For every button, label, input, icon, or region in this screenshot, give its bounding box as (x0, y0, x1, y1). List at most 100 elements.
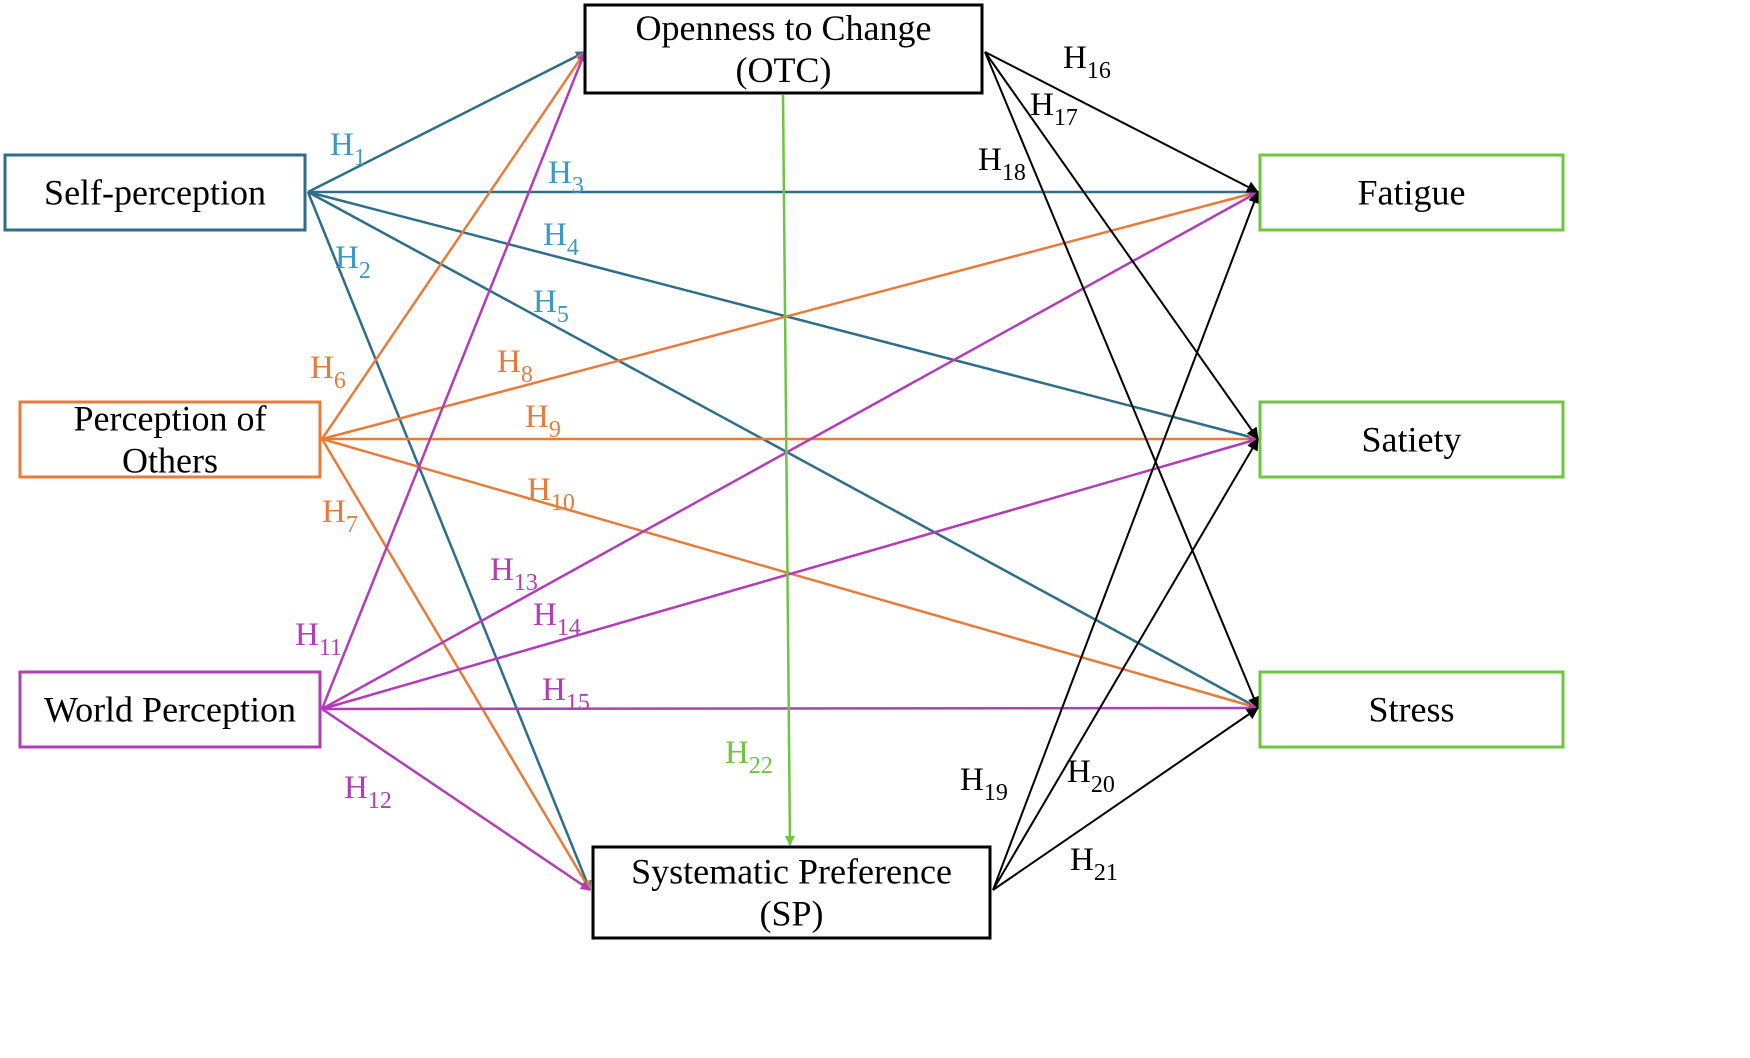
hypothesis-label-h11: H11 (295, 617, 342, 661)
hypothesis-letter: H (310, 350, 334, 386)
hypothesis-label-h3: H3 (548, 155, 584, 199)
hypothesis-letter: H (978, 142, 1002, 178)
edge-h4 (307, 190, 1259, 442)
hypothesis-number: 19 (984, 780, 1008, 806)
node-label-otc-line-1: Openness to Change (636, 8, 932, 48)
hypothesis-letter: H (1070, 842, 1094, 878)
hypothesis-label-h19: H19 (960, 762, 1008, 806)
hypothesis-letter: H (543, 217, 567, 253)
edge-h20 (992, 438, 1259, 891)
hypothesis-number: 21 (1094, 860, 1118, 886)
edge-h2 (306, 191, 592, 891)
hypothesis-number: 22 (749, 753, 773, 779)
hypothesis-number: 10 (551, 490, 575, 516)
node-box-satiety (1258, 400, 1565, 479)
node-label-fatigue-line-1: Fatigue (1358, 173, 1466, 213)
hypothesis-number: 18 (1002, 160, 1026, 186)
edge-h19 (992, 191, 1260, 891)
hypothesis-letter: H (497, 344, 521, 380)
hypothesis-label-h14: H14 (533, 597, 581, 641)
hypothesis-number: 3 (572, 173, 584, 199)
hypothesis-label-h1: H1 (330, 127, 366, 171)
edge-h5 (307, 190, 1259, 710)
hypothesis-label-h7: H7 (322, 494, 358, 538)
hypothesis-letter: H (533, 284, 557, 320)
hypothesis-number: 4 (567, 235, 579, 261)
hypothesis-letter: H (1063, 40, 1087, 76)
edge-h22 (781, 94, 795, 846)
node-self: Self-perception (3, 153, 307, 232)
hypothesis-label-h16: H16 (1063, 40, 1111, 84)
edge-h18 (984, 51, 1260, 709)
hypothesis-letter: H (527, 472, 551, 508)
hypothesis-label-h6: H6 (310, 350, 346, 394)
hypothesis-number: 5 (557, 302, 569, 328)
hypothesis-letter: H (330, 127, 354, 163)
hypothesis-letter: H (542, 672, 566, 708)
edge-h14 (321, 436, 1259, 711)
edge-h21 (992, 707, 1259, 891)
edge-h1 (307, 50, 586, 194)
node-label-otc-line-2: (OTC) (736, 50, 832, 90)
hypothesis-label-h21: H21 (1070, 842, 1118, 886)
node-box-otc (583, 3, 984, 95)
hypothesis-label-h9: H9 (525, 399, 561, 443)
hypothesis-number: 9 (549, 417, 561, 443)
edge-h11 (320, 51, 587, 710)
hypothesis-label-h4: H4 (543, 217, 579, 261)
hypothesis-label-h2: H2 (335, 240, 371, 284)
node-satiety: Satiety (1258, 400, 1565, 479)
edge-h17 (984, 51, 1259, 440)
hypothesis-number: 6 (334, 368, 346, 394)
hypothesis-letter: H (322, 494, 346, 530)
hypothesis-label-h18: H18 (978, 142, 1026, 186)
hypothesis-letter: H (344, 770, 368, 806)
edge-h16 (984, 51, 1259, 193)
hypothesis-letter: H (490, 552, 514, 588)
hypothesis-label-h20: H20 (1067, 754, 1115, 798)
hypothesis-letter: H (1067, 754, 1091, 790)
hypothesis-letter: H (960, 762, 984, 798)
hypothesis-label-h5: H5 (533, 284, 569, 328)
node-box-stress (1258, 670, 1565, 749)
hypothesis-number: 14 (557, 615, 581, 641)
hypothesis-number: 7 (346, 512, 358, 538)
node-box-others (18, 400, 322, 479)
edge-h7 (320, 438, 592, 891)
hypothesis-label-h22: H22 (725, 735, 773, 779)
node-world: World Perception (18, 670, 322, 749)
hypothesis-number: 20 (1091, 772, 1115, 798)
edge-h12 (321, 707, 591, 892)
hypothesis-label-h17: H17 (1030, 87, 1078, 131)
node-box-self (3, 153, 307, 232)
edge-h15 (321, 703, 1259, 714)
hypothesis-number: 17 (1054, 105, 1078, 131)
node-sp: Systematic Preference(SP) (591, 845, 992, 940)
hypothesis-label-h10: H10 (527, 472, 575, 516)
node-label-others-line-2: Others (122, 441, 218, 481)
node-fatigue: Fatigue (1258, 153, 1565, 232)
node-label-stress-line-1: Stress (1368, 690, 1454, 730)
hypothesis-label-h13: H13 (490, 552, 538, 596)
node-box-fatigue (1258, 153, 1565, 232)
hypothesis-letter: H (335, 240, 359, 276)
hypothesis-letter: H (525, 399, 549, 435)
hypothesis-letter: H (548, 155, 572, 191)
node-box-sp (591, 845, 992, 940)
node-label-others-line-1: Perception of (74, 399, 267, 439)
hypothesis-number: 15 (566, 690, 590, 716)
hypothesis-label-h8: H8 (497, 344, 533, 388)
edges-layer (306, 50, 1260, 892)
hypothesis-number: 16 (1087, 58, 1111, 84)
edge-h8 (321, 189, 1259, 441)
hypothesis-letter: H (1030, 87, 1054, 123)
hypothesis-label-h15: H15 (542, 672, 590, 716)
node-label-self-line-1: Self-perception (44, 173, 266, 213)
hypothesis-letter: H (533, 597, 557, 633)
hypothesis-number: 1 (354, 145, 366, 171)
edge-h6 (320, 51, 587, 440)
node-label-sp-line-1: Systematic Preference (631, 852, 952, 892)
